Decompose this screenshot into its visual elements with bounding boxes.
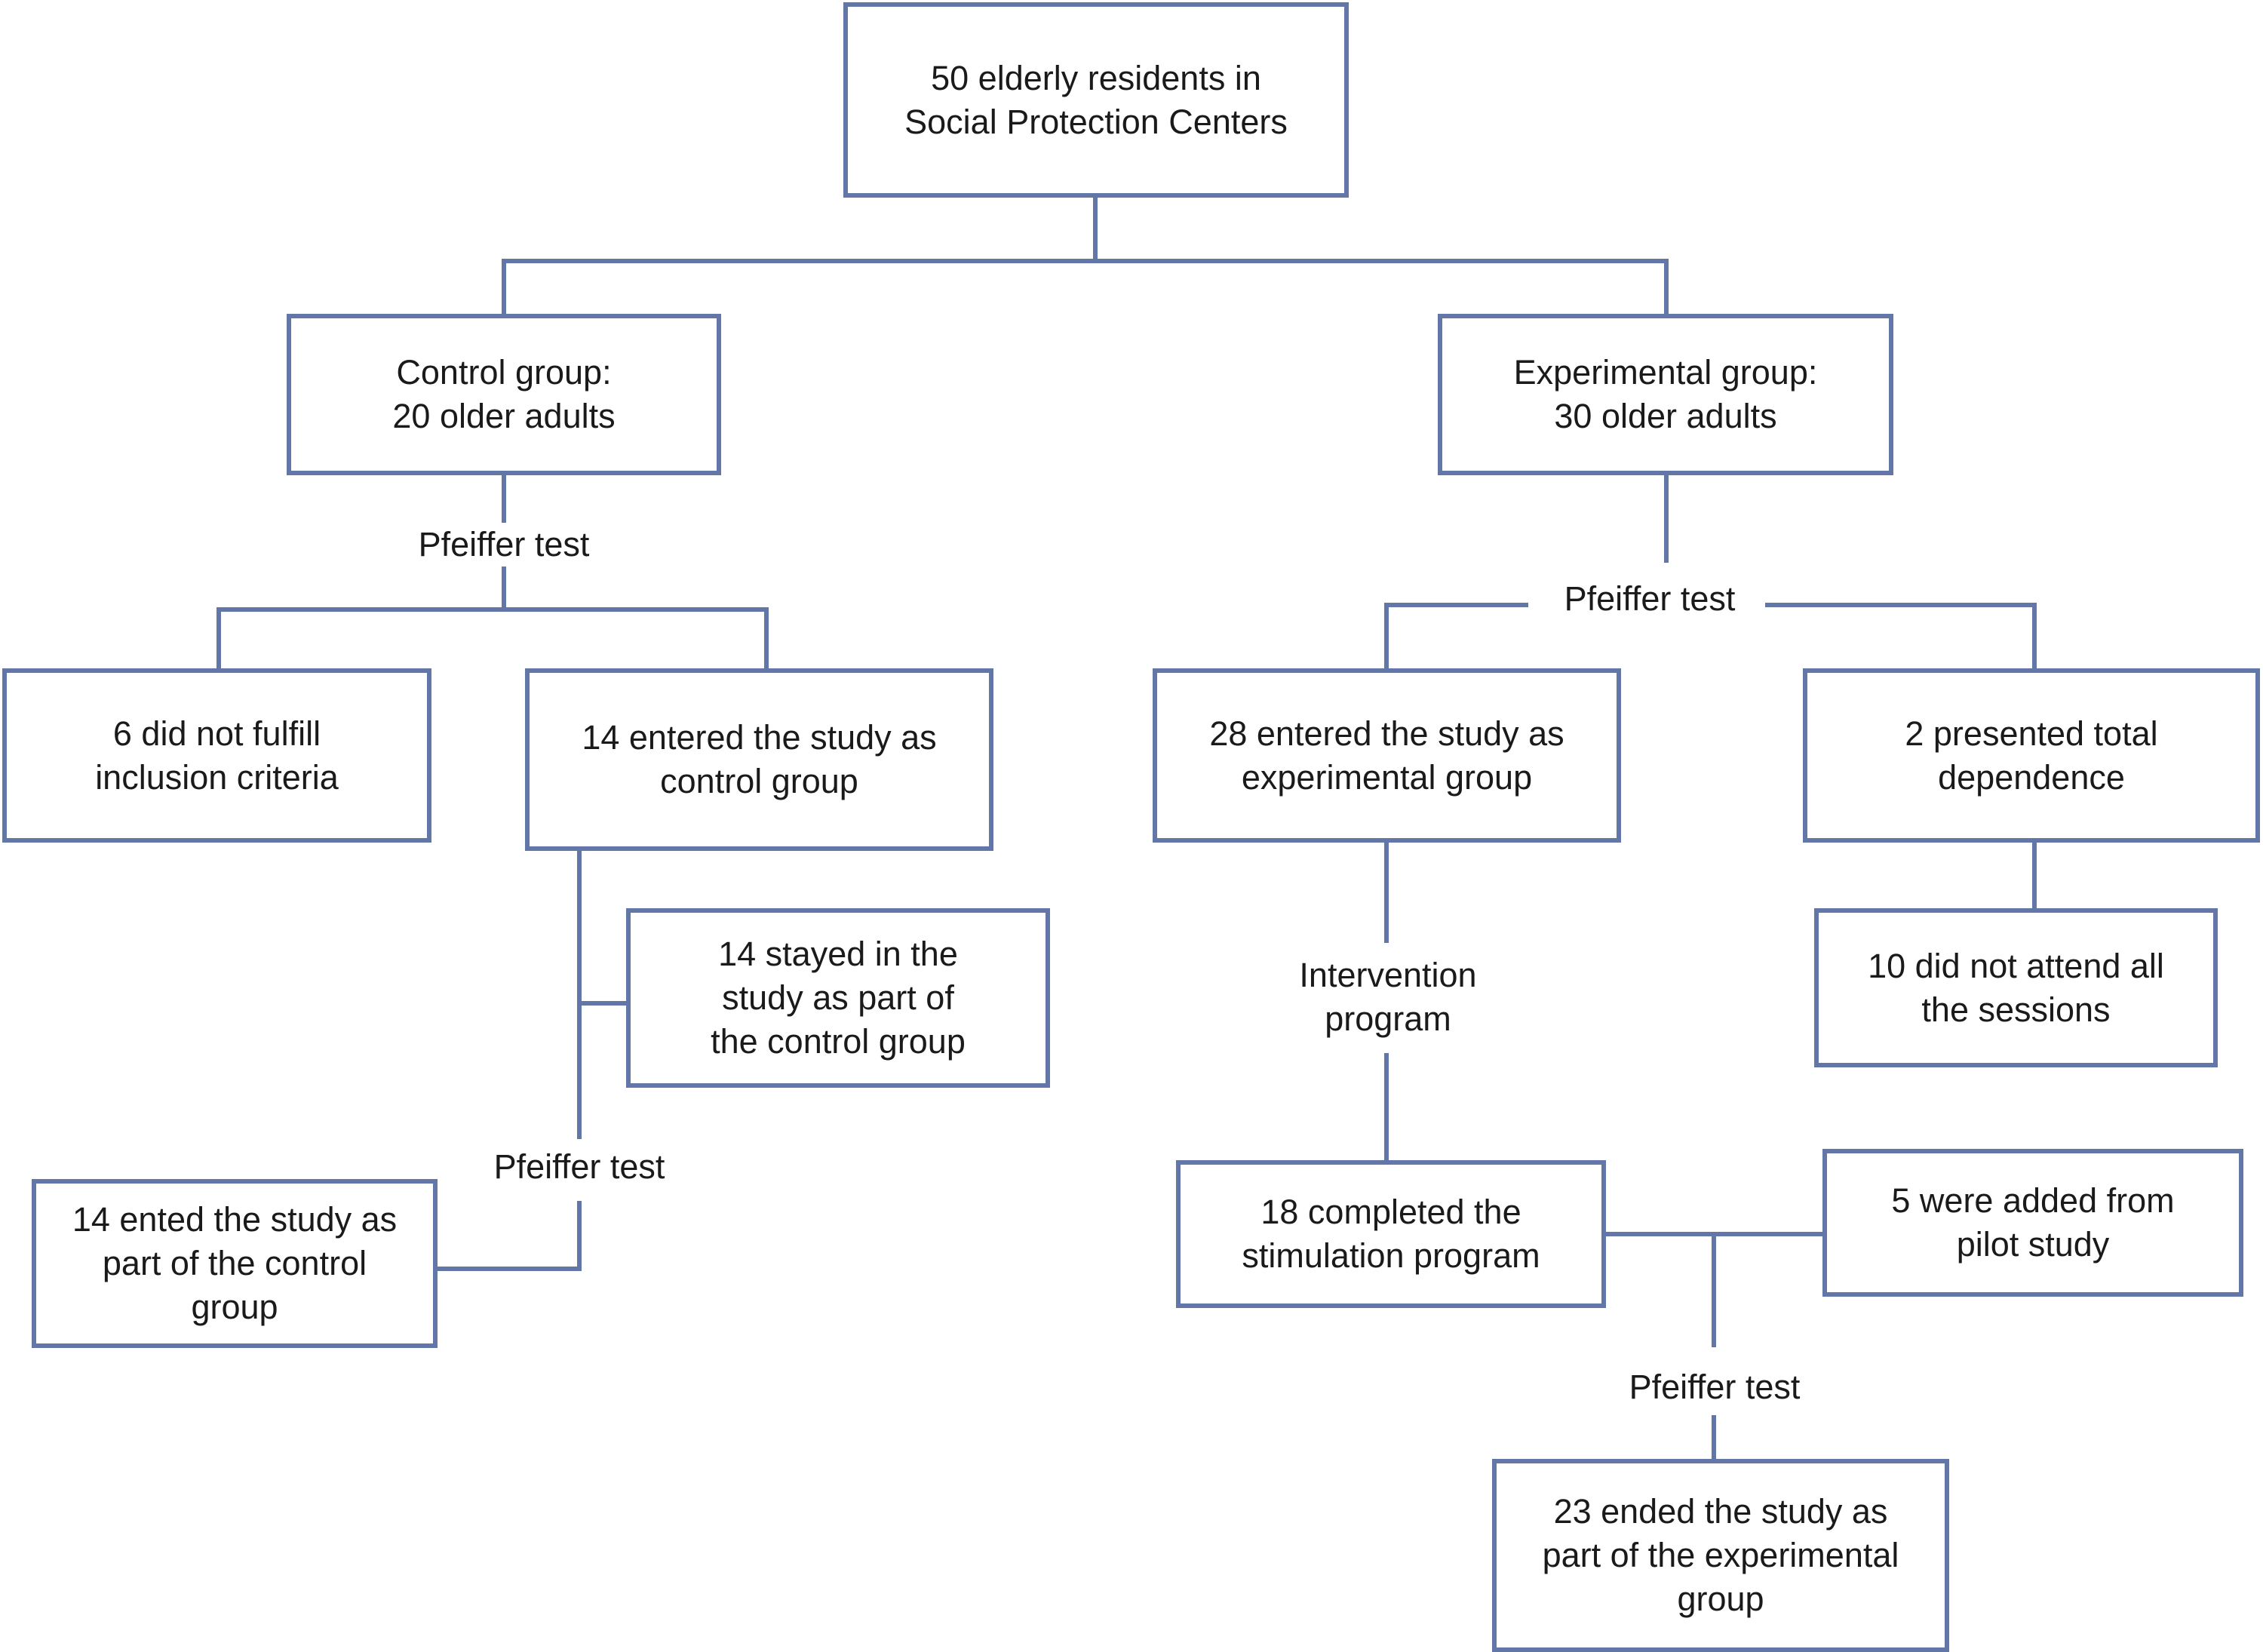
node-added-pilot: 5 were added from pilot study: [1822, 1149, 2243, 1297]
node-not-fulfill-text: 6 did not fulfill inclusion criteria: [95, 714, 339, 797]
node-total-dependence-text: 2 presented total dependence: [1905, 714, 2158, 797]
node-entered-control: 14 entered the study as control group: [525, 668, 993, 851]
connector-experimental-branch: [1384, 603, 2037, 668]
node-stayed-control-text: 14 stayed in the study as part of the co…: [711, 935, 966, 1061]
node-not-fulfill: 6 did not fulfill inclusion criteria: [2, 668, 431, 843]
node-added-pilot-text: 5 were added from pilot study: [1891, 1181, 2175, 1264]
node-completed-program-text: 18 completed the stimulation program: [1242, 1193, 1540, 1275]
connector-control-branch: [216, 607, 769, 668]
node-entered-experimental: 28 entered the study as experimental gro…: [1153, 668, 1621, 843]
label-pfeiffer-final: Pfeiffer test: [1623, 1365, 1807, 1409]
node-experimental-group-text: Experimental group: 30 older adults: [1513, 353, 1818, 435]
node-ended-experimental: 23 ended the study as part of the experi…: [1492, 1459, 1949, 1652]
node-stayed-control: 14 stayed in the study as part of the co…: [626, 908, 1050, 1088]
node-experimental-group: Experimental group: 30 older adults: [1438, 314, 1893, 475]
node-entered-control-text: 14 entered the study as control group: [582, 718, 937, 800]
node-not-attend: 10 did not attend all the sessions: [1814, 908, 2218, 1067]
node-control-group: Control group: 20 older adults: [287, 314, 721, 475]
connector-ented-control: [438, 1201, 582, 1271]
node-ended-experimental-text: 23 ended the study as part of the experi…: [1542, 1492, 1899, 1618]
node-control-group-text: Control group: 20 older adults: [392, 353, 616, 435]
label-pfeiffer-experimental: Pfeiffer test: [1558, 577, 1742, 621]
node-entered-experimental-text: 28 entered the study as experimental gro…: [1209, 714, 1564, 797]
node-ented-control: 14 ented the study as part of the contro…: [32, 1179, 438, 1348]
node-not-attend-text: 10 did not attend all the sessions: [1868, 946, 2164, 1029]
label-intervention-program: Intervention program: [1293, 953, 1483, 1041]
connector-root-branch: [502, 259, 1669, 314]
label-pfeiffer-control: Pfeiffer test: [412, 523, 596, 567]
node-total-dependence: 2 presented total dependence: [1803, 668, 2260, 843]
node-root-text: 50 elderly residents in Social Protectio…: [904, 58, 1288, 141]
node-ented-control-text: 14 ented the study as part of the contro…: [72, 1200, 398, 1326]
node-completed-program: 18 completed the stimulation program: [1176, 1160, 1606, 1308]
node-root: 50 elderly residents in Social Protectio…: [843, 2, 1349, 198]
label-pfeiffer-control-2: Pfeiffer test: [487, 1145, 671, 1189]
